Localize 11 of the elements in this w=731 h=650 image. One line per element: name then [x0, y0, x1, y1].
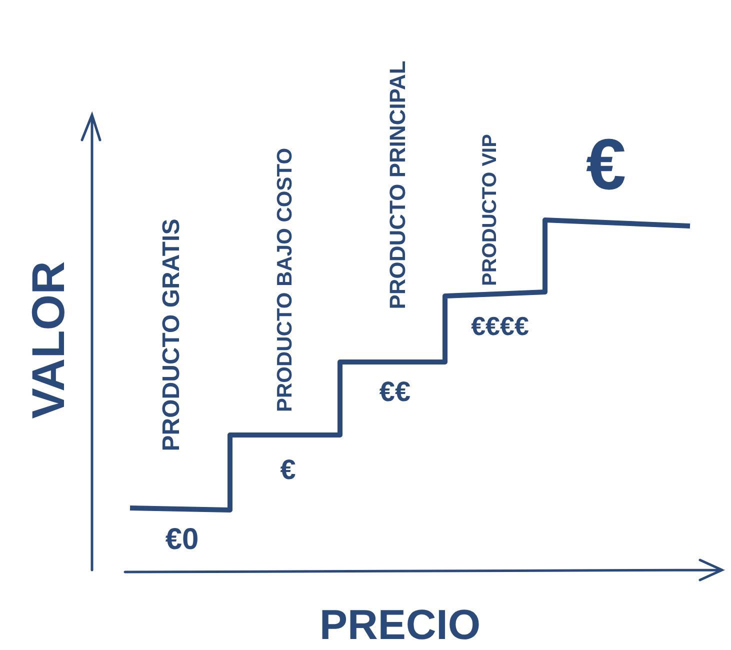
- axis-label: VALOR: [25, 261, 71, 419]
- product-label: PRODUCTO VIP: [480, 134, 500, 286]
- price-symbol: €: [586, 129, 626, 201]
- product-label: PRODUCTO BAJO COSTO: [274, 148, 296, 412]
- price-label: €0: [165, 525, 199, 555]
- price-label: €: [280, 456, 296, 484]
- axis-label: PRECIO: [319, 604, 481, 646]
- price-label: €€: [379, 378, 411, 406]
- product-label: PRODUCTO GRATIS: [160, 218, 184, 452]
- product-label: PRODUCTO PRINCIPAL: [387, 60, 409, 310]
- price-label: €€€€: [471, 313, 529, 339]
